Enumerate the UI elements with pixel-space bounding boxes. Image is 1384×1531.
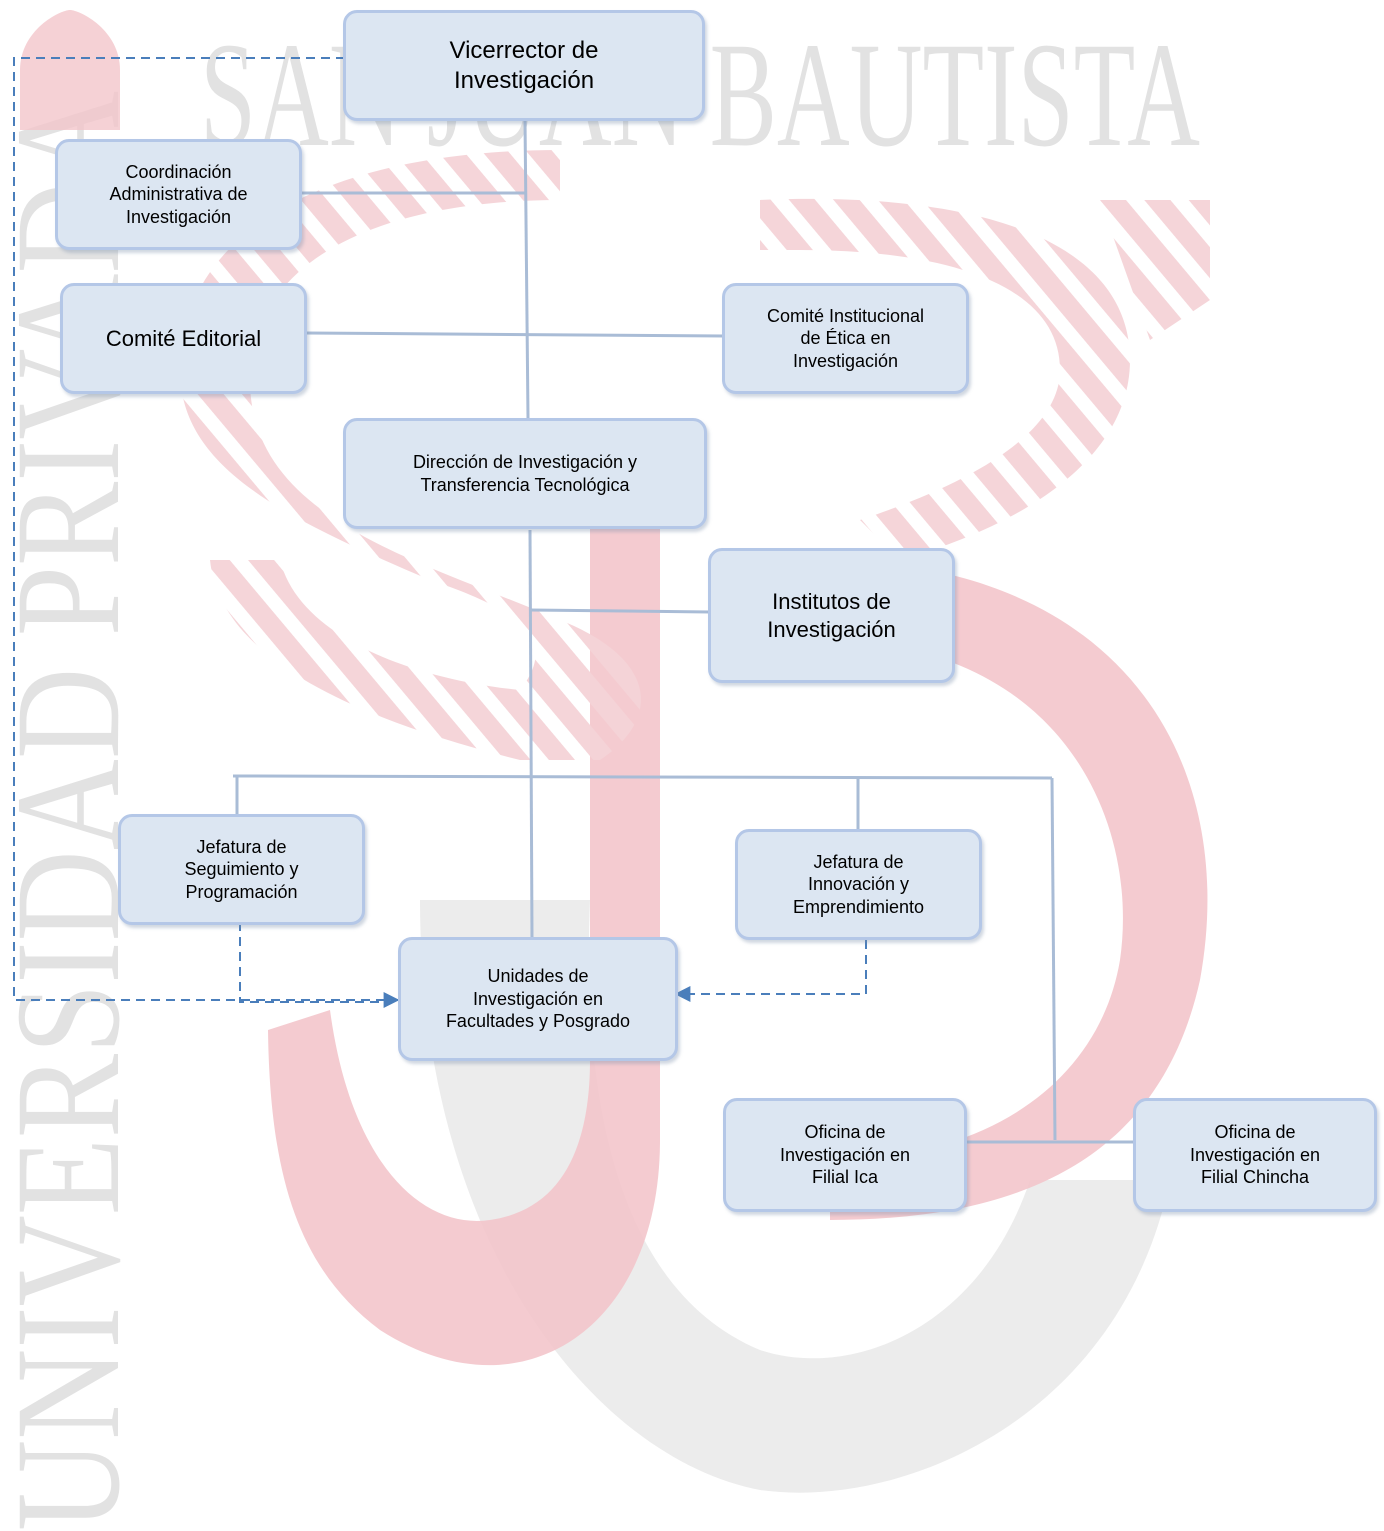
connector-institutos	[529, 608, 711, 614]
watermark-bell-shape	[20, 10, 120, 130]
connector-horizontal-bar	[232, 774, 1053, 780]
node-oficina-chincha: Oficina de Investigación en Filial Chinc…	[1133, 1098, 1377, 1212]
connector-editorial-etica	[304, 331, 726, 338]
node-unidades: Unidades de Investigación en Facultades …	[398, 937, 678, 1061]
node-oficina-ica: Oficina de Investigación en Filial Ica	[723, 1098, 967, 1212]
connector-main-upper	[523, 119, 530, 419]
connector-main-lower	[528, 529, 534, 939]
node-direccion: Dirección de Investigación y Transferenc…	[343, 418, 707, 529]
node-jefatura-innovacion: Jefatura de Innovación y Emprendimiento	[735, 829, 982, 940]
node-comite-etica: Comité Institucional de Ética en Investi…	[722, 283, 969, 394]
connector-filiales-vertical	[1050, 777, 1057, 1141]
dashed-line-vicerrector-unidades	[13, 57, 400, 1008]
dashed-line-innovacion-unidades	[674, 940, 867, 1002]
node-comite-editorial: Comité Editorial	[60, 283, 307, 394]
node-jefatura-seguimiento: Jefatura de Seguimiento y Programación	[118, 814, 365, 925]
node-vicerrector: Vicerrector de Investigación	[343, 10, 705, 121]
dashed-line-seguimiento-unidades	[239, 922, 390, 1003]
node-coordinacion: Coordinación Administrativa de Investiga…	[55, 139, 302, 250]
node-institutos: Institutos de Investigación	[708, 548, 955, 683]
